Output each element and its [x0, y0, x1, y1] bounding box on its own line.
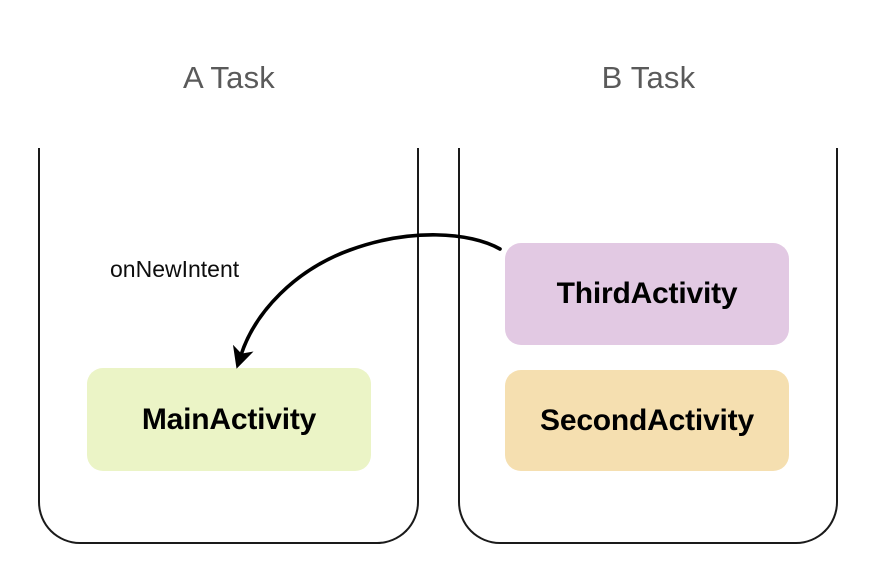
- task-container-b: [458, 148, 838, 544]
- activity-card-third-activity[interactable]: ThirdActivity: [505, 243, 789, 345]
- task-container-a: [38, 148, 419, 544]
- task-title-b: B Task: [601, 60, 696, 95]
- arrow-label-on-new-intent: onNewIntent: [110, 256, 240, 282]
- activity-card-second-activity[interactable]: SecondActivity: [505, 370, 789, 471]
- task-title-a: A Task: [183, 60, 275, 95]
- activity-card-main-activity[interactable]: MainActivity: [87, 368, 371, 471]
